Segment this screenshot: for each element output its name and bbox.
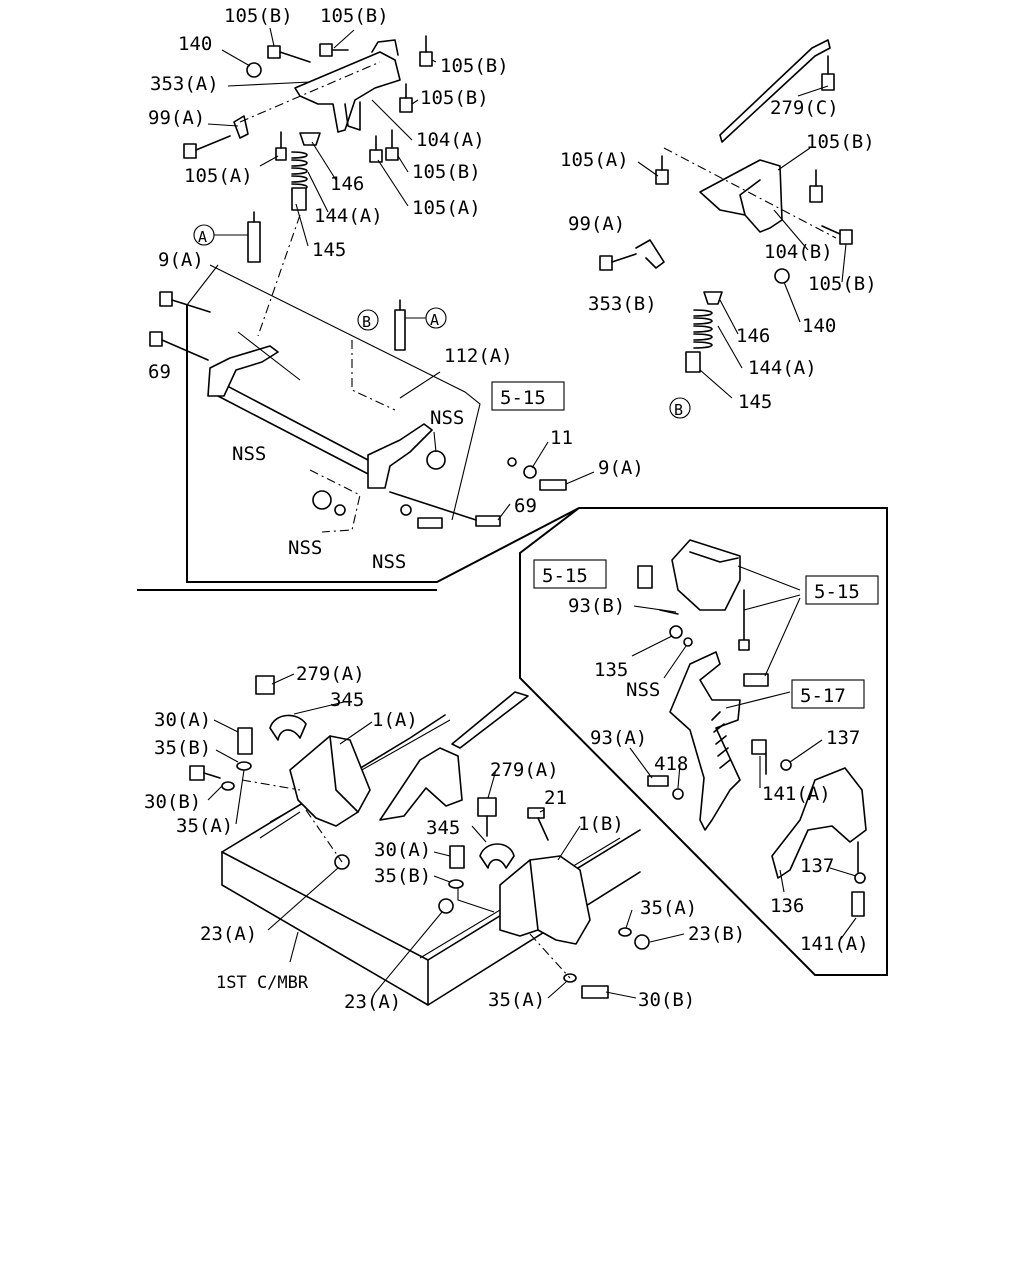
callout-353-a: 353(A) (150, 73, 219, 95)
callout-99-a: 99(A) (148, 107, 205, 129)
callout-105-a: 105(A) (412, 197, 481, 219)
reference-boxes: 5-15 5-15 5-15 5-17 (491, 381, 879, 709)
callout-99-a: 99(A) (568, 213, 625, 235)
callout-105-b: 105(B) (806, 131, 875, 153)
callout-105-b: 105(B) (440, 55, 509, 77)
callout-69: 69 (148, 361, 171, 383)
ref-label: 5-17 (800, 685, 846, 707)
callout-23-a: 23(A) (344, 991, 401, 1013)
callout-144-a: 144(A) (748, 357, 817, 379)
section-frames (137, 305, 888, 976)
callout-1-b: 1(B) (578, 813, 624, 835)
connection-markers: A B A B (193, 224, 691, 419)
callout-30-a: 30(A) (374, 839, 431, 861)
callout-353-b: 353(B) (588, 293, 657, 315)
callout-35-b: 35(B) (374, 865, 431, 887)
callout-140: 140 (178, 33, 212, 55)
callout-105-b: 105(B) (320, 5, 389, 27)
callout-141-a: 141(A) (762, 783, 831, 805)
callout-35-a: 35(A) (640, 897, 697, 919)
callout-146: 146 (736, 325, 770, 347)
callout-104-a: 104(A) (416, 129, 485, 151)
lower-mount-assembly (189, 675, 650, 1006)
marker-a: A (198, 228, 207, 246)
leader-lines (207, 27, 857, 999)
callout-345: 345 (426, 817, 460, 839)
ref-label: 5-15 (814, 581, 860, 603)
callout-141-a: 141(A) (800, 933, 869, 955)
callout-30-a: 30(A) (154, 709, 211, 731)
callout-105-b: 105(B) (224, 5, 293, 27)
ref-label: 5-15 (542, 565, 588, 587)
callout-137: 137 (800, 855, 834, 877)
callout-labels: 105(B) 105(B) 140 105(B) 353(A) 105(B) 9… (144, 5, 877, 1013)
callout-1st-c-mbr: 1ST C/MBR (216, 973, 309, 993)
callout-145: 145 (738, 391, 772, 413)
callout-nss: NSS (626, 679, 660, 701)
callout-146: 146 (330, 173, 364, 195)
ref-box (491, 381, 565, 411)
callout-136: 136 (770, 895, 804, 917)
callout-30-b: 30(B) (638, 989, 695, 1011)
callout-9-a: 9(A) (598, 457, 644, 479)
marker-b: B (674, 401, 683, 419)
callout-279-a: 279(A) (296, 663, 365, 685)
ref-label: 5-15 (500, 387, 546, 409)
callout-30-b: 30(B) (144, 791, 201, 813)
callout-345: 345 (330, 689, 364, 711)
ref-box (805, 575, 879, 605)
callout-105-b: 105(B) (420, 87, 489, 109)
ref-box (533, 559, 607, 589)
callout-21: 21 (544, 787, 567, 809)
callout-105-a: 105(A) (184, 165, 253, 187)
callout-144-a: 144(A) (314, 205, 383, 227)
callout-93-a: 93(A) (590, 727, 647, 749)
upper-left-bracket-assembly (183, 35, 433, 337)
callout-23-b: 23(B) (688, 923, 745, 945)
callout-140: 140 (802, 315, 836, 337)
callout-11: 11 (550, 427, 573, 449)
cross-shaft-assembly (149, 211, 567, 533)
marker-b: B (362, 313, 371, 331)
callout-105-b: 105(B) (808, 273, 877, 295)
pedal-assembly (637, 539, 867, 917)
callout-104-b: 104(B) (764, 241, 833, 263)
callout-112-a: 112(A) (444, 345, 513, 367)
callout-105-b: 105(B) (412, 161, 481, 183)
callout-nss: NSS (288, 537, 322, 559)
callout-nss: NSS (430, 407, 464, 429)
callout-279-c: 279(C) (770, 97, 839, 119)
callout-23-a: 23(A) (200, 923, 257, 945)
callout-69: 69 (514, 495, 537, 517)
callout-1-a: 1(A) (372, 709, 418, 731)
callout-418: 418 (654, 753, 688, 775)
callout-145: 145 (312, 239, 346, 261)
callout-135: 135 (594, 659, 628, 681)
callout-35-a: 35(A) (176, 815, 233, 837)
callout-105-a: 105(A) (560, 149, 629, 171)
marker-a: A (430, 311, 439, 329)
callout-279-a: 279(A) (490, 759, 559, 781)
callout-137: 137 (826, 727, 860, 749)
callout-35-a: 35(A) (488, 989, 545, 1011)
callout-35-b: 35(B) (154, 737, 211, 759)
callout-nss: NSS (232, 443, 266, 465)
upper-right-bracket-assembly (599, 39, 853, 373)
callout-93-b: 93(B) (568, 595, 625, 617)
callout-nss: NSS (372, 551, 406, 573)
callout-9-a: 9(A) (158, 249, 204, 271)
ref-box (791, 679, 865, 709)
